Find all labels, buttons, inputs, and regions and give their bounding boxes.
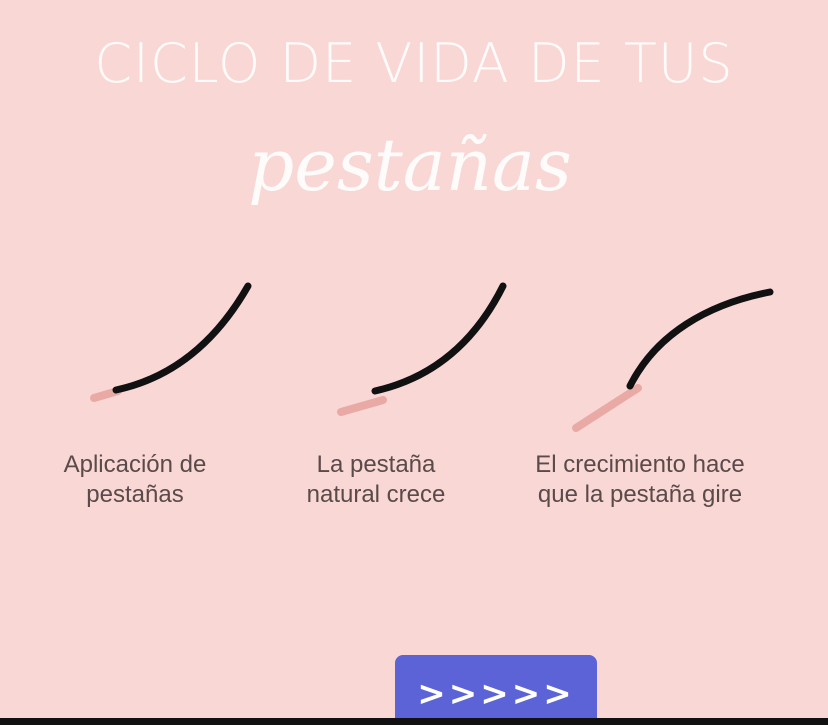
stage-label-line: natural crece <box>306 481 446 508</box>
stage-label-growth: La pestaña natural crece <box>246 450 506 510</box>
extension-lash <box>371 282 507 395</box>
script-subtitle-text: pestañas <box>250 123 570 207</box>
script-subtitle: pestañas <box>250 123 570 207</box>
page-title: CICLO DE VIDA DE TUS <box>94 32 734 95</box>
stage-label-line: El crecimiento hace <box>535 451 745 478</box>
stage-label-line: Aplicación de <box>63 451 207 478</box>
bottom-strip <box>0 718 828 725</box>
stage-label-rotation: El crecimiento hace que la pestaña gire <box>510 450 770 510</box>
extension-lash <box>112 282 252 394</box>
stage-label-line: La pestaña <box>316 451 436 478</box>
eyelash-extension-icon <box>90 282 252 402</box>
eyelash-extension-icon <box>572 288 774 432</box>
natural-lash <box>572 384 642 432</box>
extension-lash <box>626 288 774 390</box>
stage-label-line: que la pestaña gire <box>537 481 743 508</box>
stage-label-line: pestañas <box>86 481 184 508</box>
eyelash-extension-icon <box>337 282 507 416</box>
next-button[interactable]: >>>>> <box>395 655 597 718</box>
natural-lash <box>337 396 387 416</box>
stage-label-application: Aplicación de pestañas <box>5 450 265 510</box>
